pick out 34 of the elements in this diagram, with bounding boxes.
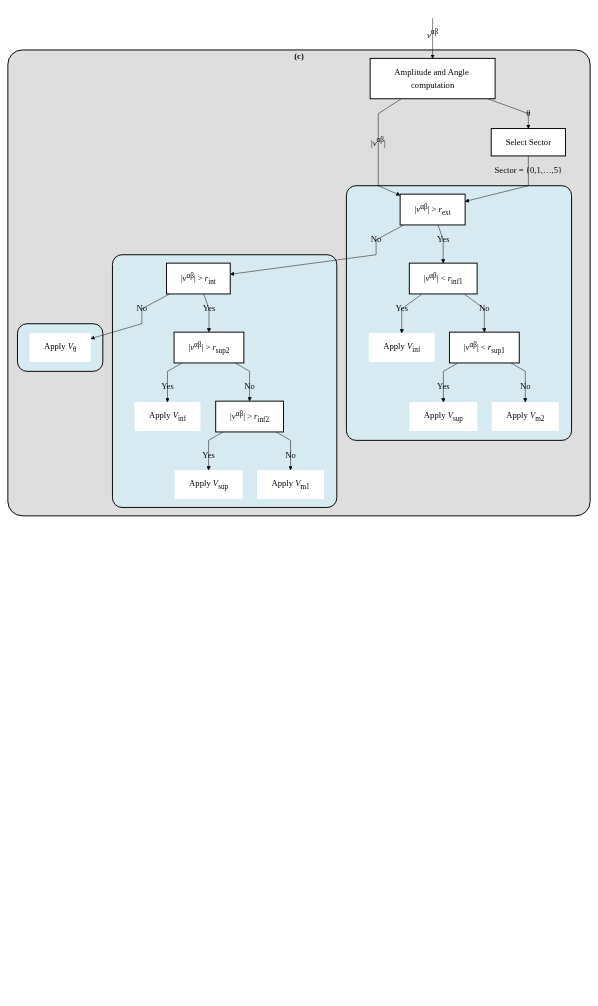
- cluster: [345, 185, 573, 441]
- node-box: Apply V$_{inf}$: [368, 333, 435, 362]
- edge-label: θ: [526, 108, 531, 119]
- edge-label: Yes: [437, 381, 450, 391]
- edge-label: Yes: [395, 303, 409, 314]
- edge-label: Yes: [161, 381, 174, 391]
- node-box: |v$^{αβ}$| < r$_{sup1}$: [448, 331, 520, 364]
- node-box: |v$^{αβ}$| < r$_{inf1}$: [408, 262, 478, 295]
- edge-label: No: [244, 381, 255, 391]
- edge-label: No: [479, 303, 490, 314]
- node-box: Apply V$_{sup}$: [409, 402, 478, 431]
- edge-label: |v$^{αβ}$|: [370, 136, 386, 148]
- edge-label: v$^{αβ}$: [426, 28, 439, 40]
- node-box: Amplitude and Angle computation: [369, 57, 496, 100]
- edge-label: Sector = {0,1,…,5}: [494, 165, 563, 176]
- node-box: Apply V$_{sup}$: [174, 470, 243, 500]
- node-box: Apply V$_{m1}$: [257, 470, 325, 500]
- node-box: |v$^{αβ}$| > r$_{ext}$: [399, 193, 466, 226]
- cluster: [17, 323, 104, 372]
- node-box: Apply V$_{θ}$: [29, 333, 91, 362]
- edge-label: Yes: [202, 450, 215, 460]
- node-box: Select Sector: [490, 128, 566, 157]
- node-box: Apply V$_{inf}$: [134, 402, 201, 431]
- node-box: |v$^{αβ}$| > r$_{int}$: [166, 262, 231, 295]
- node-box: |v$^{αβ}$| > r$_{sup2}$: [173, 331, 245, 364]
- cluster: [111, 254, 338, 508]
- edge-label: Yes: [436, 234, 450, 245]
- edge-label: No: [370, 234, 382, 245]
- node-box: |v$^{αβ}$| > r$_{inf2}$: [215, 400, 284, 433]
- node-box: Apply V$_{m2}$: [491, 402, 559, 431]
- edge-label: No: [136, 303, 148, 314]
- edge-label: Yes: [202, 303, 216, 314]
- edge-label: No: [285, 450, 296, 460]
- edge-label: No: [520, 381, 531, 391]
